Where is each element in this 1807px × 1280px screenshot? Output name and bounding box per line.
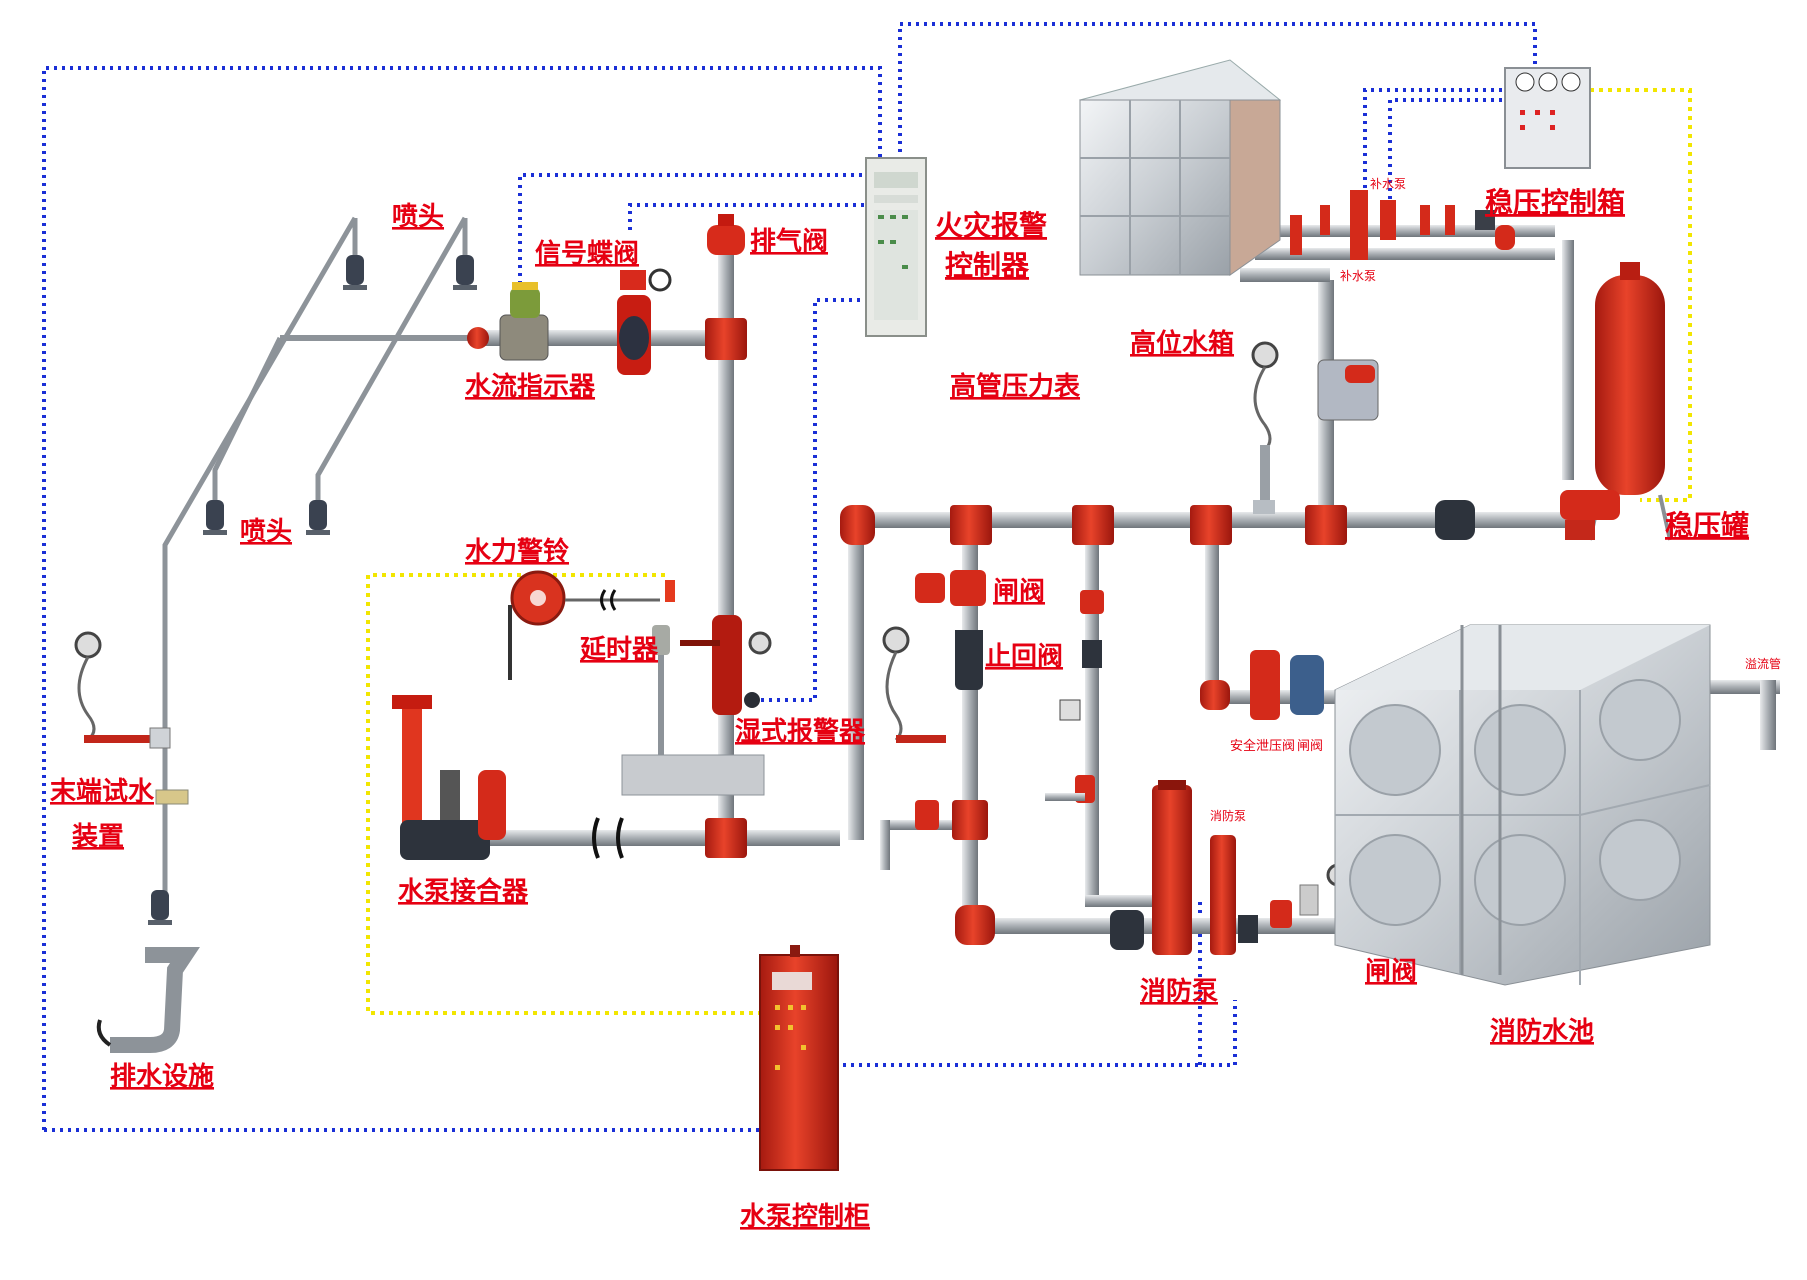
label-fire-pool: 消防水池: [1490, 1017, 1594, 1047]
water-alarm-bell-device: [508, 570, 675, 680]
safety-relief-valve-device: [1250, 650, 1324, 720]
exhaust-valve-device: [707, 214, 745, 255]
signal-lines: [42, 22, 1537, 1132]
elbow-relief: [1200, 680, 1230, 710]
pipe-relief-vertical: [1205, 520, 1219, 680]
sprinkler-head-3: [203, 500, 227, 535]
label-end-test-device-2: 装置: [72, 822, 124, 852]
label-exhaust-valve: 排气阀: [750, 226, 828, 257]
pump-adapter-device: [392, 695, 624, 860]
sprinkler-head-1: [343, 255, 367, 290]
high-tank-device: [1078, 59, 1282, 276]
branch-pipe-diag-2: [315, 216, 468, 500]
label-overflow-pipe: 溢流管: [1745, 656, 1781, 671]
tee-pump-mid: [952, 800, 988, 840]
tee-bottom-riser: [705, 818, 747, 858]
signal-line-pressure-box-2: [1388, 98, 1510, 225]
pipe-pump-vertical-2: [1085, 520, 1099, 900]
branch-pipe-diag-1: [162, 216, 358, 900]
pipe-tank-outlet: [1240, 268, 1330, 282]
pressure-tank-device: [1560, 262, 1672, 541]
high-pipe-pressure-gauge-device: [1251, 341, 1379, 514]
branch-pipe-stub-1: [352, 218, 468, 255]
label-pump-control-cabinet: 水泵控制柜: [740, 1202, 870, 1232]
label-delayer: 延时器: [579, 635, 659, 665]
fire-pool-device: [1334, 624, 1711, 986]
end-test-device: [74, 631, 189, 805]
label-wet-alarm-valve: 湿式报警器: [735, 716, 866, 747]
delayer-device: [652, 625, 670, 755]
label-pump-adapter: 水泵接合器: [398, 876, 529, 907]
power-lines: [366, 88, 1692, 1015]
label-drainage: 排水设施: [110, 1061, 214, 1092]
label-water-flow-indicator: 水流指示器: [465, 372, 596, 402]
pipe-overflow-drop: [1760, 680, 1776, 750]
refill-pump-valves: [1290, 190, 1515, 260]
label-pressure-control-box: 稳压控制箱: [1485, 186, 1625, 219]
elbow-main-left: [840, 505, 875, 545]
pipe-pump-suction: [962, 918, 1442, 934]
signal-line-butterfly: [628, 203, 870, 230]
sprinkler-head-5: [148, 890, 172, 925]
labels: 喷头 喷头 信号蝶阀 排气阀 火灾报警 控制器 水流指示器 高位水箱 高管压力表…: [50, 177, 1781, 1232]
label-high-pipe-pressure-gauge: 高管压力表: [950, 371, 1081, 402]
signal-line-outer-loop: [42, 66, 882, 1130]
tee-main-2: [1072, 505, 1114, 545]
label-gate-valve-bottom: 闸阀: [1365, 957, 1417, 987]
label-gate-valve-small: 闸阀: [1297, 739, 1323, 754]
label-pressure-tank: 稳压罐: [1665, 509, 1749, 542]
label-refill-pump-bottom: 补水泵: [1340, 269, 1376, 283]
sprinkler-head-2: [453, 255, 477, 290]
label-sprinkler-top: 喷头: [392, 202, 444, 232]
flange-water-flow: [467, 327, 489, 349]
signal-line-water-flow: [518, 173, 870, 300]
label-refill-pump-top: 补水泵: [1370, 177, 1406, 191]
pipe-refill-down: [1562, 240, 1574, 480]
wet-alarm-valve-device: [621, 615, 772, 796]
branch-pipe-diag-3: [212, 336, 283, 500]
signal-butterfly-valve-device: [617, 268, 672, 375]
signal-line-wet-alarm: [745, 298, 870, 702]
label-gate-valve-top: 闸阀: [993, 577, 1045, 607]
label-safety-relief-valve: 安全泄压阀: [1230, 738, 1295, 754]
signal-line-pressure-box-1: [1363, 88, 1510, 225]
label-signal-butterfly-valve: 信号蝶阀: [535, 239, 639, 269]
pipe-bottom-to-adapter: [480, 830, 840, 846]
elbow-pump-bottom: [955, 905, 995, 945]
pipe-riser-main: [848, 520, 864, 840]
label-fire-alarm-controller-2: 控制器: [945, 249, 1030, 282]
signal-line-top-loop: [898, 22, 1537, 160]
label-high-tank: 高位水箱: [1130, 328, 1234, 359]
label-sprinkler-bottom: 喷头: [240, 517, 292, 547]
power-line-left: [366, 573, 765, 1015]
tee-top: [705, 318, 747, 360]
pump-control-cabinet-device: [759, 945, 839, 1171]
pressure-control-box-device: [1504, 67, 1591, 169]
label-fire-alarm-controller-1: 火灾报警: [935, 209, 1047, 242]
pump-branch-valves: [882, 570, 1104, 830]
label-water-alarm-bell: 水力警铃: [465, 536, 569, 567]
red-fittings: [467, 318, 1347, 945]
pipe-refill-horizontal-2: [1255, 248, 1555, 260]
label-fire-pump-small: 消防泵: [1210, 808, 1246, 823]
label-check-valve: 止回阀: [985, 642, 1063, 672]
tee-main-1: [950, 505, 992, 545]
drainage-device: [96, 947, 200, 1053]
sprinkler-branch: [74, 216, 480, 1053]
pipe-test-left-drop: [880, 820, 890, 870]
fire-alarm-controller-device: [865, 157, 927, 337]
power-line-right: [1590, 88, 1692, 502]
tee-main-3: [1190, 505, 1232, 545]
main-check-valve: [1435, 500, 1475, 540]
water-flow-indicator-device: [499, 282, 549, 361]
label-end-test-device-1: 末端试水: [50, 777, 155, 807]
label-fire-pump: 消防泵: [1140, 977, 1218, 1007]
sprinkler-head-4: [306, 500, 330, 535]
tee-main-4: [1305, 505, 1347, 545]
